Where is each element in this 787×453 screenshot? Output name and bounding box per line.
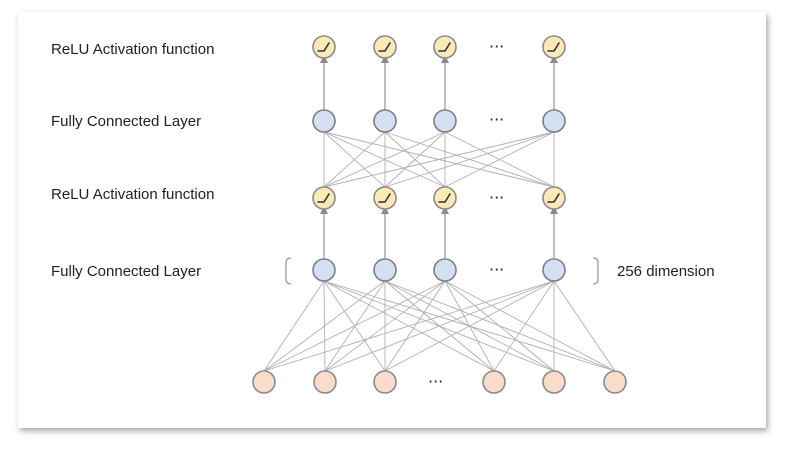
edge-input-5-to-fc1-2 bbox=[444, 280, 616, 372]
input-node-0 bbox=[252, 370, 276, 394]
ellipsis-relu-top: ··· bbox=[489, 37, 504, 56]
ellipsis-input: ··· bbox=[428, 372, 443, 391]
label-relu-mid: ReLU Activation function bbox=[51, 186, 215, 203]
edge-relu-2-to-fc2-1 bbox=[384, 131, 446, 188]
label-fc-bottom: Fully Connected Layer bbox=[51, 263, 202, 280]
left-bracket-icon bbox=[285, 257, 292, 285]
relu-curve-icon bbox=[378, 193, 391, 203]
relu-curve-icon bbox=[547, 42, 560, 52]
ellipsis-fc-bottom: ··· bbox=[489, 260, 504, 279]
diagram-card bbox=[18, 12, 766, 428]
relu-mid-node-0 bbox=[312, 186, 336, 210]
input-node-2 bbox=[373, 370, 397, 394]
fc2-node-2 bbox=[433, 109, 457, 133]
ellipsis-relu-mid: ··· bbox=[489, 188, 504, 207]
edge-relu-3-to-fc2-0 bbox=[323, 131, 555, 188]
fc1-node-3 bbox=[542, 258, 566, 282]
edge-input-3-to-fc1-0 bbox=[323, 280, 495, 372]
edge-relu-3-to-fc2-2 bbox=[444, 131, 555, 188]
input-node-3 bbox=[482, 370, 506, 394]
edge-relu-3-to-fc2-1 bbox=[384, 131, 555, 188]
relu-top-node-2 bbox=[433, 35, 457, 59]
relu-curve-icon bbox=[438, 42, 451, 52]
edge-input-1-to-fc1-0 bbox=[323, 280, 326, 372]
input-node-4 bbox=[542, 370, 566, 394]
fc1-node-1 bbox=[373, 258, 397, 282]
relu-top-node-3 bbox=[542, 35, 566, 59]
fc2-node-1 bbox=[373, 109, 397, 133]
label-fc-top: Fully Connected Layer bbox=[51, 113, 202, 130]
edge-input-5-to-fc1-3 bbox=[553, 280, 616, 372]
edge-relu-1-to-fc2-0 bbox=[323, 131, 386, 188]
fc2-node-0 bbox=[312, 109, 336, 133]
ellipsis-fc-top: ··· bbox=[489, 110, 504, 129]
input-node-1 bbox=[313, 370, 337, 394]
fc1-node-0 bbox=[312, 258, 336, 282]
label-dimension: 256 dimension bbox=[617, 263, 715, 280]
node-group bbox=[252, 35, 627, 394]
relu-curve-icon bbox=[317, 42, 330, 52]
relu-mid-node-1 bbox=[373, 186, 397, 210]
relu-curve-icon bbox=[317, 193, 330, 203]
right-bracket-icon bbox=[592, 257, 599, 285]
edge-input-3-to-fc1-3 bbox=[493, 280, 555, 372]
relu-mid-node-3 bbox=[542, 186, 566, 210]
edge-input-0-to-fc1-0 bbox=[263, 280, 325, 372]
fc2-node-3 bbox=[542, 109, 566, 133]
relu-curve-icon bbox=[438, 193, 451, 203]
relu-curve-icon bbox=[547, 193, 560, 203]
relu-curve-icon bbox=[378, 42, 391, 52]
relu-top-node-0 bbox=[312, 35, 336, 59]
edge-input-5-to-fc1-1 bbox=[384, 280, 616, 372]
arrow-group bbox=[320, 55, 558, 259]
edge-input-4-to-fc1-0 bbox=[323, 280, 555, 372]
relu-mid-node-2 bbox=[433, 186, 457, 210]
edge-relu-2-to-fc2-0 bbox=[323, 131, 446, 188]
edge-input-5-to-fc1-0 bbox=[323, 280, 616, 372]
label-relu-top: ReLU Activation function bbox=[51, 41, 215, 58]
edge-input-2-to-fc1-2 bbox=[384, 280, 446, 372]
input-node-5 bbox=[603, 370, 627, 394]
relu-top-node-1 bbox=[373, 35, 397, 59]
edge-input-2-to-fc1-0 bbox=[323, 280, 386, 372]
edge-group bbox=[263, 131, 616, 372]
fc1-node-2 bbox=[433, 258, 457, 282]
